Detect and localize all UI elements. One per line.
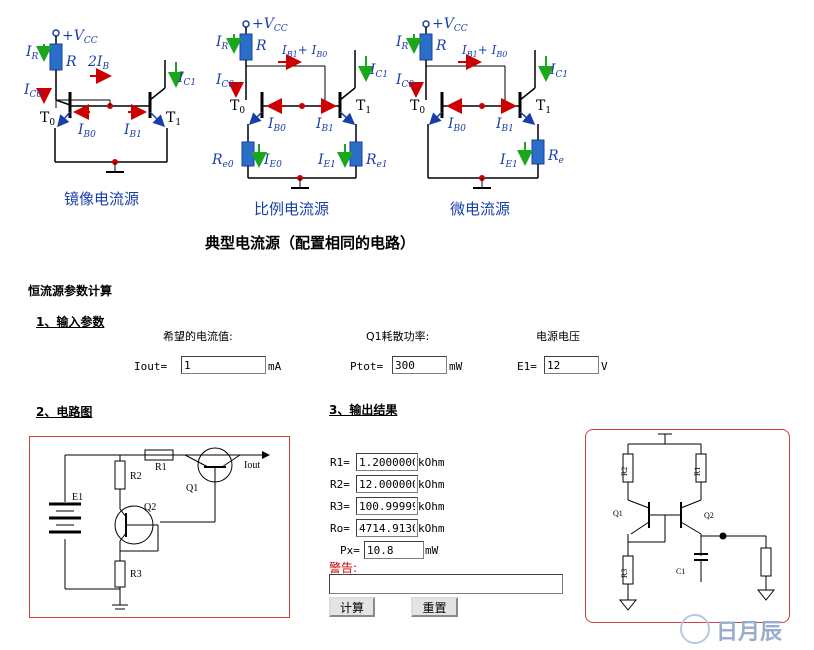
re1-label: Re1 xyxy=(365,152,388,170)
desired-current-label: 希望的电流值: xyxy=(163,330,233,343)
two-ib-label: 2IB xyxy=(87,54,109,72)
reset-button[interactable]: 重置 xyxy=(411,597,458,617)
re-label: Re xyxy=(547,148,564,166)
warning-field[interactable] xyxy=(329,574,563,594)
ie0-label: IE0 xyxy=(263,152,282,170)
r1-label: R1 xyxy=(693,467,702,476)
watermark-text: 日月辰 xyxy=(716,620,783,645)
ib1-label: IB1 xyxy=(315,116,334,134)
r3-label: R3 xyxy=(620,569,629,578)
re0-label: Re0 xyxy=(211,152,234,170)
watermark-logo-icon xyxy=(680,614,710,644)
current-source-schematic: R2 R1 Q1 Q2 R3 E1 Iout xyxy=(49,447,270,610)
e1-input[interactable] xyxy=(544,356,599,374)
px-output-unit: mW xyxy=(425,544,439,557)
iout-label: Iout xyxy=(244,460,260,471)
r3-output-field[interactable] xyxy=(356,497,418,515)
micro-caption: 微电流源 xyxy=(450,200,510,218)
ptot-input[interactable] xyxy=(392,356,447,374)
ptot-unit: mW xyxy=(449,360,463,373)
ib0-label: IB0 xyxy=(267,116,286,134)
calculator-title: 恒流源参数计算 xyxy=(28,284,113,298)
r1-label: R1 xyxy=(155,462,167,473)
ptot-label: Ptot= xyxy=(350,360,384,373)
iout-input[interactable] xyxy=(181,356,266,374)
r-label: R xyxy=(435,38,447,54)
ic0-label: IC0 xyxy=(395,72,414,90)
px-output-field[interactable] xyxy=(364,541,424,559)
r1-output-field[interactable] xyxy=(356,453,418,471)
ir-label: IR xyxy=(25,44,39,62)
e1-label: E1= xyxy=(517,360,537,373)
e1-unit: V xyxy=(601,360,608,373)
r2-output-label: R2= xyxy=(330,478,350,491)
r2-output-unit: kOhm xyxy=(418,478,445,491)
q1-label: Q1 xyxy=(186,483,198,494)
warning-label: 警告: xyxy=(329,561,358,575)
ib1-label: IB1 xyxy=(495,116,514,134)
t0-label: T0 xyxy=(230,98,245,116)
ro-output-unit: kOhm xyxy=(418,522,445,535)
r1-output-unit: kOhm xyxy=(418,456,445,469)
c1-label: C1 xyxy=(676,567,685,576)
ib0-label: IB0 xyxy=(447,116,466,134)
t0-label: T0 xyxy=(410,98,425,116)
differential-current-source-schematic: R2 R1 R3 Q1 Q2 C1 xyxy=(613,433,776,611)
t1-label: T1 xyxy=(536,98,551,116)
ir-label: IR xyxy=(395,34,409,52)
output-section-title: 3、输出结果 xyxy=(329,403,398,417)
q1-label: Q1 xyxy=(613,509,623,518)
q2-label: Q2 xyxy=(144,502,156,513)
r3-output-unit: kOhm xyxy=(418,500,445,513)
micro-current-source xyxy=(406,20,554,189)
t1-label: T1 xyxy=(166,110,181,128)
px-output-label: Px= xyxy=(340,544,360,557)
ib1-ib0-sum-label: IB1+ IB0 xyxy=(461,43,507,59)
main-figure-caption: 典型电流源（配置相同的电路） xyxy=(205,234,416,252)
ib1-label: IB1 xyxy=(123,122,142,140)
ie1-label: IE1 xyxy=(317,152,336,170)
r-label: R xyxy=(255,38,267,54)
ic0-label: IC0 xyxy=(215,72,234,90)
iout-label: Iout= xyxy=(134,360,168,373)
circuit-section-title: 2、电路图 xyxy=(36,405,93,419)
e1-label: E1 xyxy=(72,492,83,503)
mirror-current-source xyxy=(36,29,184,173)
input-section-title: 1、输入参数 xyxy=(36,315,105,329)
q1-power-label: Q1耗散功率: xyxy=(366,330,430,343)
ib1-ib0-sum-label: IB1+ IB0 xyxy=(281,43,327,59)
r2-output-field[interactable] xyxy=(356,475,418,493)
vcc-label: +VCC xyxy=(252,16,288,34)
vcc-label: +VCC xyxy=(62,28,98,46)
r2-label: R2 xyxy=(620,467,629,476)
ib0-label: IB0 xyxy=(77,122,96,140)
iout-unit: mA xyxy=(268,360,282,373)
ic0-label: IC0 xyxy=(23,82,42,100)
r-label: R xyxy=(65,54,77,70)
typical-current-sources-figure: +VCC IR R 2IB IC0 IC1 T0 T1 IB0 IB1 +VCC… xyxy=(23,16,568,218)
ir-label: IR xyxy=(215,34,229,52)
ic1-label: IC1 xyxy=(177,70,196,88)
ie1-label: IE1 xyxy=(499,152,518,170)
ratio-caption: 比例电流源 xyxy=(254,200,329,218)
ic1-label: IC1 xyxy=(549,62,568,80)
circuit-diagram-box: R2 R1 Q1 Q2 R3 E1 Iout xyxy=(29,436,290,618)
q2-label: Q2 xyxy=(704,511,714,520)
right-circuit-box: R2 R1 R3 Q1 Q2 C1 xyxy=(585,429,790,623)
ro-output-field[interactable] xyxy=(356,519,418,537)
calculate-button[interactable]: 计算 xyxy=(329,597,375,617)
ic1-label: IC1 xyxy=(369,62,388,80)
ratio-current-source xyxy=(226,20,374,189)
r3-output-label: R3= xyxy=(330,500,350,513)
mirror-caption: 镜像电流源 xyxy=(64,190,139,208)
r1-output-label: R1= xyxy=(330,456,350,469)
t0-label: T0 xyxy=(40,110,55,128)
r3-label: R3 xyxy=(130,569,142,580)
r2-label: R2 xyxy=(130,471,142,482)
supply-voltage-label: 电源电压 xyxy=(536,330,580,343)
vcc-label: +VCC xyxy=(432,16,468,34)
t1-label: T1 xyxy=(356,98,371,116)
ro-output-label: Ro= xyxy=(330,522,350,535)
